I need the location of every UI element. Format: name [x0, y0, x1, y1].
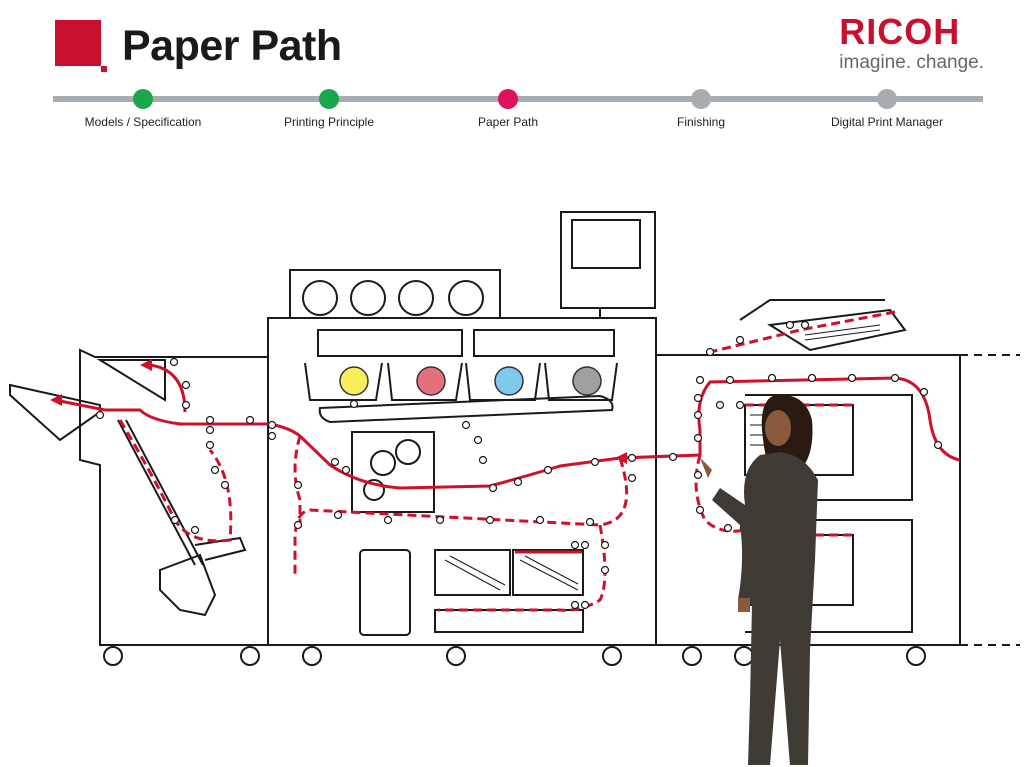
step-label: Paper Path [477, 115, 539, 129]
step-dot [133, 89, 153, 109]
path-arrow-icon [140, 359, 152, 371]
yellow-drum [339, 366, 369, 396]
page-title: Paper Path [122, 22, 342, 70]
machine-wheels [103, 646, 926, 666]
step-label: Digital Print Manager [830, 115, 944, 129]
brand-logo: RICOH imagine. change. [839, 14, 984, 74]
cyan-drum [494, 366, 524, 396]
roller-pairs [95, 320, 943, 610]
brand-name: RICOH [839, 11, 961, 52]
black-drum [572, 366, 602, 396]
printer-outline [9, 211, 1020, 646]
magenta-drum [416, 366, 446, 396]
step-label: Finishing [676, 115, 726, 129]
path-arrow-icon [50, 394, 62, 406]
step-dot [498, 89, 518, 109]
step-dot [691, 89, 711, 109]
presenter-figure [700, 394, 818, 765]
path-arrow-icon [615, 452, 627, 464]
progress-track [53, 96, 983, 102]
logo-square-icon [55, 20, 107, 72]
step-label: Printing Principle [283, 115, 375, 129]
step-label: Models / Specification [84, 115, 202, 129]
brand-tagline: imagine. change. [839, 52, 984, 73]
step-dot [319, 89, 339, 109]
step-dot [877, 89, 897, 109]
